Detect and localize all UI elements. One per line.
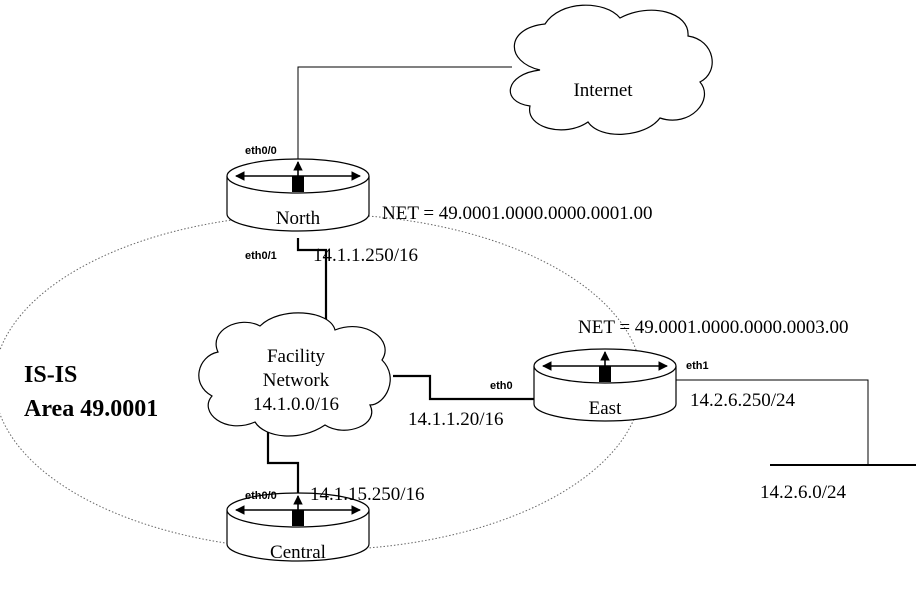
central-eth0-0-label: eth0/0 (245, 490, 277, 502)
router-east: East (533, 348, 677, 422)
link-facility-central (266, 430, 300, 502)
router-central: Central (226, 492, 370, 563)
east-router-arrows-icon (542, 351, 668, 382)
facility-line1: Facility (267, 346, 326, 367)
internet-label: Internet (573, 80, 633, 101)
central-name: Central (270, 542, 326, 563)
north-eth0-1-ip: 14.1.1.250/16 (313, 245, 418, 266)
internet-cloud: Internet (509, 4, 713, 135)
central-eth0-0-ip: 14.1.15.250/16 (310, 484, 425, 505)
link-north-facility (296, 238, 328, 324)
east-name: East (589, 398, 622, 419)
east-eth1-label: eth1 (686, 360, 709, 372)
link-north-internet (297, 66, 512, 173)
north-eth0-1-label: eth0/1 (245, 250, 277, 262)
north-name: North (276, 208, 321, 229)
facility-line2: Network (263, 370, 330, 391)
east-eth1-ip: 14.2.6.250/24 (690, 390, 796, 411)
lan-label: 14.2.6.0/24 (760, 482, 847, 503)
area-label-line1: IS-IS (24, 362, 77, 388)
link-facility-east (393, 374, 534, 401)
east-eth0-label: eth0 (490, 380, 513, 392)
east-eth0-ip: 14.1.1.20/16 (408, 409, 504, 430)
north-net-label: NET = 49.0001.0000.0000.0001.00 (382, 203, 653, 224)
central-router-arrows-icon (235, 495, 361, 526)
area-label-line2: Area 49.0001 (24, 396, 158, 422)
router-north: North (226, 158, 370, 232)
north-eth0-0-label: eth0/0 (245, 145, 277, 157)
facility-line3: 14.1.0.0/16 (253, 394, 339, 415)
link-east-lan (675, 379, 869, 465)
facility-network-cloud: Facility Network 14.1.0.0/16 (198, 312, 391, 437)
north-router-arrows-icon (235, 161, 361, 192)
east-net-label: NET = 49.0001.0000.0000.0003.00 (578, 317, 849, 338)
